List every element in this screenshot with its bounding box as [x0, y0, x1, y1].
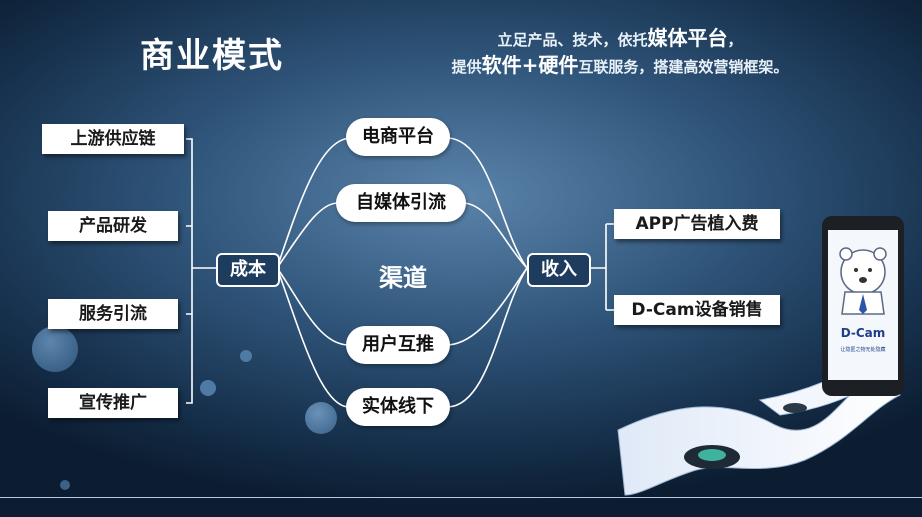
phone-tagline: 让隐匿之物无处隐藏: [840, 346, 885, 353]
channel-ecommerce: 电商平台: [346, 118, 450, 156]
channel-user-referral: 用户互推: [346, 326, 450, 364]
slogan-line-1: 立足产品、技术，依托媒体平台，: [410, 26, 830, 53]
decor-bubble: [32, 326, 78, 372]
phone-brand: D-Cam: [841, 326, 886, 340]
page-title: 商业模式: [140, 36, 284, 76]
curve-ecommerce: [276, 137, 528, 269]
decor-bubble: [200, 380, 216, 396]
slogan-text: 立足产品、技术，依托: [497, 31, 648, 49]
decor-bubble: [305, 402, 337, 434]
income-node: 收入: [527, 253, 591, 287]
channels-label: 渠道: [379, 264, 427, 292]
curve-userpush: [276, 267, 528, 346]
slogan-line-2: 提供软件+硬件互联服务，搭建高效营销框架。: [410, 53, 830, 80]
bottom-divider: [0, 497, 922, 498]
income-bracket: [590, 223, 614, 311]
channel-offline: 实体线下: [346, 388, 450, 426]
cost-item-service-traffic: 服务引流: [48, 299, 178, 329]
slogan-highlight: 媒体平台: [647, 26, 728, 50]
cost-item-rnd: 产品研发: [48, 211, 178, 241]
cost-item-promotion: 宣传推广: [48, 388, 178, 418]
channel-self-media: 自媒体引流: [336, 184, 466, 222]
cost-node: 成本: [216, 253, 280, 287]
slogan: 立足产品、技术，依托媒体平台， 提供软件+硬件互联服务，搭建高效营销框架。: [410, 26, 830, 82]
phone-illustration: D-Cam 让隐匿之物无处隐藏: [617, 216, 904, 496]
decor-bubble: [240, 350, 252, 362]
income-item-app-ads: APP广告植入费: [614, 209, 780, 239]
income-item-device-sales: D-Cam设备销售: [614, 295, 780, 325]
curve-offline: [276, 267, 528, 408]
cost-bracket: [186, 138, 216, 404]
cost-item-supply-chain: 上游供应链: [42, 124, 184, 154]
slogan-text: 互联服务，搭建高效营销框架。: [578, 58, 789, 76]
slogan-highlight: 软件+硬件: [481, 53, 579, 77]
curve-selfmedia: [276, 202, 528, 269]
slogan-text: ，: [727, 31, 743, 49]
decor-bubble: [60, 480, 70, 490]
slogan-text: 提供: [451, 58, 482, 76]
